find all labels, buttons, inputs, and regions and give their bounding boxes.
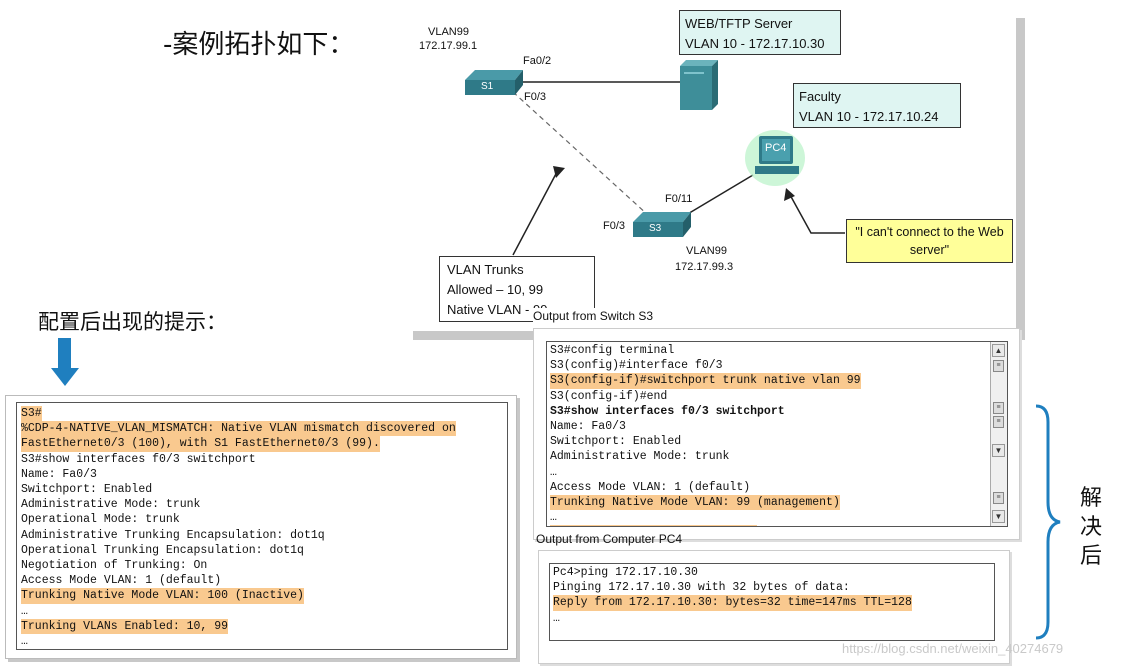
- server-vlan: VLAN 10 - 172.17.10.30: [685, 36, 825, 51]
- trunk-native: Native VLAN - 99: [447, 302, 548, 317]
- topology-title: -案例拓扑如下：: [163, 30, 355, 60]
- console-line: …: [550, 511, 557, 525]
- console-line: …: [550, 465, 557, 479]
- s1-port-fa02: Fa0/2: [523, 55, 552, 67]
- switch-s3-icon[interactable]: S3: [631, 210, 693, 245]
- s3-label: S3: [649, 223, 662, 234]
- console-line: S3#show interfaces f0/3 switchport: [21, 452, 256, 466]
- resolved-char-1: 解: [1080, 486, 1103, 511]
- s3-port-f011: F0/11: [665, 193, 693, 205]
- s3-port-f03: F0/3: [603, 220, 626, 232]
- console-line: Operational Mode: trunk: [21, 513, 180, 527]
- server-title: WEB/TFTP Server: [685, 16, 793, 31]
- s1-port-f03: F0/3: [524, 91, 547, 103]
- console-line: S3(config-if)#switchport trunk native vl…: [550, 373, 861, 389]
- trunk-allowed: Allowed – 10, 99: [447, 282, 544, 297]
- scroll-down-icon[interactable]: ▼: [992, 510, 1005, 523]
- s3-vlan-label: VLAN99: [686, 245, 727, 257]
- complaint-callout: "I can't connect to the Web server": [846, 219, 1013, 263]
- console-line: S3#: [21, 406, 42, 422]
- pc4-icon[interactable]: PC4: [745, 128, 809, 193]
- console-line: FastEthernet0/3 (100), with S1 FastEther…: [21, 436, 380, 452]
- console-line: Trunking VLANs Enabled: 10, 99: [21, 618, 229, 635]
- scroll-up-icon[interactable]: ▲: [992, 344, 1005, 357]
- console-line: Trunking Native Mode VLAN: 100 (Inactive…: [21, 588, 304, 604]
- resolved-label: 解 决 后: [1080, 484, 1102, 571]
- console-line: Name: Fa0/3: [21, 467, 97, 481]
- switch-s1-icon[interactable]: S1: [463, 68, 525, 103]
- console-line: Trunking Native Mode VLAN: 99 (managemen…: [550, 495, 840, 511]
- scroll-thumb-2[interactable]: ≡: [993, 402, 1004, 414]
- faculty-label-box: Faculty VLAN 10 - 172.17.10.24: [793, 83, 961, 128]
- server-icon[interactable]: [678, 58, 720, 117]
- pc4-output-title: Output from Computer PC4: [536, 532, 683, 546]
- s1-vlan-label: VLAN99: [428, 26, 469, 38]
- s1-label: S1: [481, 81, 494, 92]
- down-arrow-icon: [50, 338, 80, 393]
- console-line: Name: Fa0/3: [550, 420, 626, 434]
- console-line: Access Mode VLAN: 1 (default): [550, 480, 751, 494]
- console-line: S3(config)#interface f0/3: [550, 359, 723, 373]
- complaint-text: "I can't connect to the Web server": [855, 225, 1004, 257]
- scroll-thumb-3[interactable]: ≡: [993, 416, 1004, 428]
- resolved-char-3: 后: [1080, 544, 1103, 569]
- console-line: Administrative Trunking Encapsulation: d…: [21, 528, 325, 542]
- right-brace-icon: [1032, 402, 1062, 647]
- console-line: …: [21, 604, 28, 618]
- console-line: S3(config-if)#end: [550, 389, 668, 403]
- scroll-down-icon-mid[interactable]: ▼: [992, 444, 1005, 457]
- console-line: Administrative Mode: trunk: [21, 498, 201, 512]
- console-line: S3#show interfaces f0/3 switchport: [550, 404, 785, 418]
- console-line: S3#config terminal: [550, 344, 675, 357]
- trunk-box-title: VLAN Trunks: [447, 262, 524, 277]
- console-line: Access Mode VLAN: 1 (default): [21, 574, 222, 588]
- console-line: Switchport: Enabled: [21, 483, 153, 497]
- left-console-panel: S3#%CDP-4-NATIVE_VLAN_MISMATCH: Native V…: [5, 395, 517, 659]
- faculty-vlan: VLAN 10 - 172.17.10.24: [799, 109, 939, 124]
- console-line: Pinging 172.17.10.30 with 32 bytes of da…: [553, 581, 850, 595]
- topology-panel: S1 PC4 S3 VLAN99 172.17.99.1 Fa0/2 F0/3 …: [413, 0, 1028, 340]
- console-line: Switchport: Enabled: [550, 435, 682, 449]
- console-line: …: [21, 635, 28, 649]
- console-line: Negotiation of Trunking: On: [21, 559, 208, 573]
- console-line: Pc4>ping 172.17.10.30: [553, 566, 698, 579]
- topology-links: [512, 81, 845, 256]
- s3-output-title: Output from Switch S3: [533, 308, 658, 324]
- config-hint-label: 配置后出现的提示：: [38, 310, 227, 334]
- console-line: Trunking VLANs Enabled: 10, 99: [550, 525, 758, 526]
- console-line: Operational Trunking Encapsulation: dot1…: [21, 543, 304, 557]
- server-label-box: WEB/TFTP Server VLAN 10 - 172.17.10.30: [679, 10, 841, 55]
- s3-scrollbar[interactable]: ▲ ≡ ≡ ≡ ▼ ≡ ▼: [990, 342, 1007, 526]
- scroll-thumb-4[interactable]: ≡: [993, 492, 1004, 504]
- scroll-thumb[interactable]: ≡: [993, 360, 1004, 372]
- console-line: %CDP-4-NATIVE_VLAN_MISMATCH: Native VLAN…: [21, 421, 456, 437]
- s3-ip-label: 172.17.99.3: [675, 261, 734, 273]
- console-line: Reply from 172.17.10.30: bytes=32 time=1…: [553, 595, 912, 611]
- console-line: Administrative Mode: trunk: [550, 450, 730, 464]
- left-console-output: S3#%CDP-4-NATIVE_VLAN_MISMATCH: Native V…: [21, 406, 456, 649]
- resolved-char-2: 决: [1080, 515, 1103, 540]
- s1-ip-label: 172.17.99.1: [419, 40, 478, 52]
- console-line: …: [553, 611, 560, 625]
- pc4-label: PC4: [765, 142, 787, 154]
- faculty-title: Faculty: [799, 89, 841, 104]
- watermark: https://blog.csdn.net/weixin_40274679: [842, 641, 1064, 656]
